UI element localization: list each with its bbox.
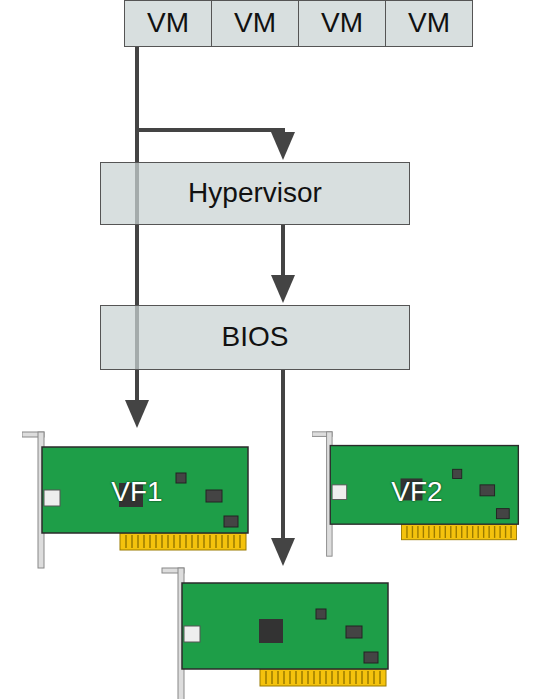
- box-label: VM: [147, 7, 189, 39]
- hypervisor-box: Hypervisor: [100, 162, 410, 225]
- network-card: VF1: [22, 430, 252, 570]
- arrow-head: [271, 275, 295, 303]
- arrow-line: [137, 47, 283, 140]
- box-label: VM: [408, 7, 450, 39]
- network-card: [162, 568, 388, 699]
- vm-box: VM: [211, 0, 299, 47]
- flow-arrow: [137, 47, 295, 160]
- bios-arrow-head: [271, 538, 295, 566]
- network-card: VF2: [312, 430, 522, 558]
- card-label: VF2: [391, 476, 442, 508]
- bios-arrow-line: [281, 370, 285, 542]
- arrow-line: [281, 225, 285, 283]
- vm-box: VM: [124, 0, 212, 47]
- vm-box: VM: [298, 0, 386, 47]
- arrow-head: [271, 132, 295, 160]
- card-label: VF1: [111, 476, 162, 508]
- vm-box: VM: [385, 0, 473, 47]
- flow-arrow: [271, 225, 295, 303]
- box-label: BIOS: [222, 321, 289, 353]
- bios-box: BIOS: [100, 305, 410, 370]
- arrow-head: [125, 400, 149, 428]
- box-label: VM: [321, 7, 363, 39]
- box-label: VM: [234, 7, 276, 39]
- box-label: Hypervisor: [188, 177, 322, 209]
